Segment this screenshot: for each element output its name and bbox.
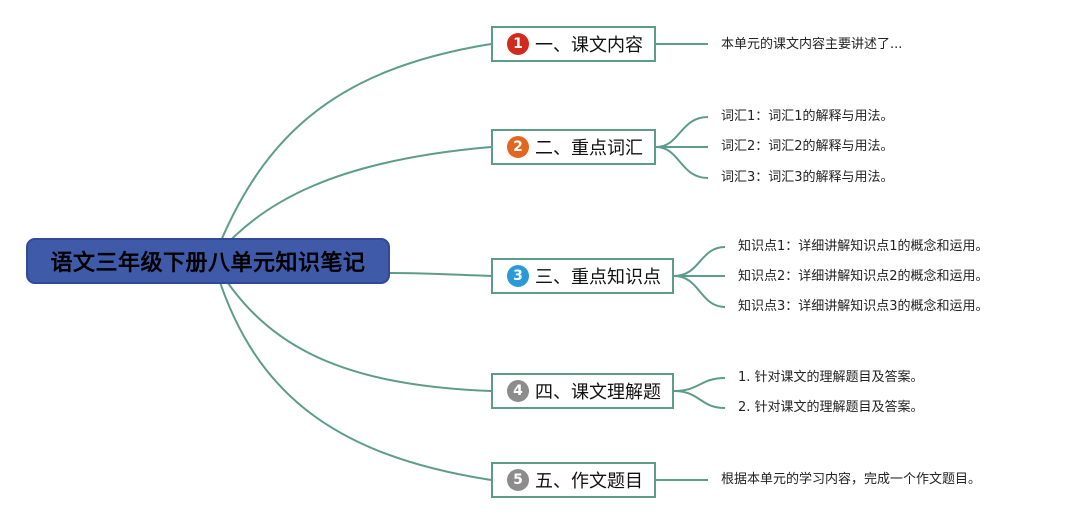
leaf-composition-task[interactable]: 根据本单元的学习内容，完成一个作文题目。 [721,472,982,487]
number-1-icon: 1 [507,33,529,55]
branch-label: 一、课文内容 [535,35,643,56]
number-5-icon: 5 [507,469,529,491]
central-topic[interactable]: 语文三年级下册八单元知识笔记 [26,238,390,284]
leaf-knowledge-1[interactable]: 知识点1：详细讲解知识点1的概念和运用。 [738,239,989,254]
branch-composition-topic[interactable]: 5 五、作文题目 [491,462,656,498]
leaf-vocab-3[interactable]: 词汇3：词汇3的解释与用法。 [721,170,894,185]
branch-comprehension-questions[interactable]: 4 四、课文理解题 [491,373,674,409]
leaf-knowledge-3[interactable]: 知识点3：详细讲解知识点3的概念和运用。 [738,299,989,314]
leaf-lesson-summary[interactable]: 本单元的课文内容主要讲述了... [721,37,903,52]
leaf-vocab-1[interactable]: 词汇1：词汇1的解释与用法。 [721,109,894,124]
central-topic-title: 语文三年级下册八单元知识笔记 [50,251,366,276]
leaf-knowledge-2[interactable]: 知识点2：详细讲解知识点2的概念和运用。 [738,269,989,284]
branch-label: 二、重点词汇 [535,138,643,159]
number-4-icon: 4 [507,380,529,402]
number-3-icon: 3 [507,265,529,287]
branch-key-vocabulary[interactable]: 2 二、重点词汇 [491,129,656,165]
branch-lesson-content[interactable]: 1 一、课文内容 [491,26,656,62]
branch-label: 三、重点知识点 [535,267,661,288]
leaf-question-2[interactable]: 2. 针对课文的理解题目及答案。 [738,400,924,415]
leaf-vocab-2[interactable]: 词汇2：词汇2的解释与用法。 [721,139,894,154]
branch-label: 四、课文理解题 [535,382,661,403]
branch-label: 五、作文题目 [535,471,643,492]
leaf-question-1[interactable]: 1. 针对课文的理解题目及答案。 [738,370,924,385]
number-2-icon: 2 [507,136,529,158]
branch-key-knowledge[interactable]: 3 三、重点知识点 [491,258,674,294]
